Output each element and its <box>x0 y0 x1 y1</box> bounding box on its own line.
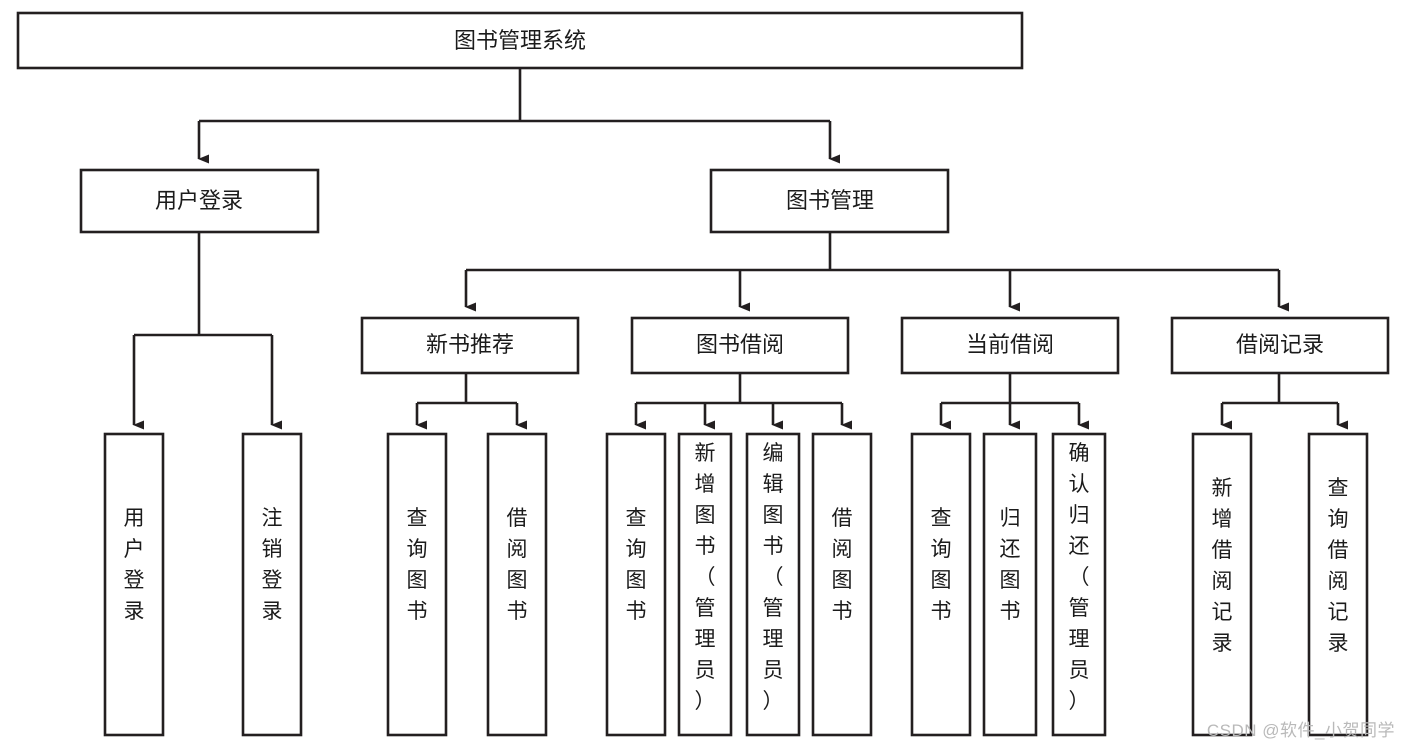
node-root[interactable]: 图书管理系统 <box>16 11 1024 70</box>
leaf-confirm-return-box[interactable] <box>1051 432 1107 737</box>
csdn-watermark: CSDN @软件_小贺同学 <box>1206 721 1395 740</box>
node-root-box[interactable] <box>16 11 1024 70</box>
leaf-add-record[interactable]: 新增借阅记录 <box>1191 432 1253 737</box>
leaf-query-book-2[interactable]: 查询图书 <box>605 432 667 737</box>
leaf-confirm-return-label: 确认归还（管理员） <box>1069 442 1090 713</box>
node-borrow-record-box[interactable] <box>1170 316 1390 375</box>
leaf-user-login-box[interactable] <box>103 432 165 737</box>
leaf-edit-book[interactable]: 编辑图书（管理员） <box>745 432 801 737</box>
leaf-query-book-3-label: 查询图书 <box>931 507 952 623</box>
leaf-logout-box[interactable] <box>241 432 303 737</box>
node-book-manage-label: 图书管理 <box>786 188 874 213</box>
leaf-query-book-3[interactable]: 查询图书 <box>910 432 972 737</box>
leaf-query-book-1-label: 查询图书 <box>407 507 428 623</box>
leaf-query-record-box[interactable] <box>1307 432 1369 737</box>
connectors-book-manage-to-level3 <box>464 232 1289 312</box>
leaf-borrow-book-1-label: 借阅图书 <box>507 507 528 623</box>
leaf-add-book-label: 新增图书（管理员） <box>695 442 716 713</box>
leaf-borrow-book-1-box[interactable] <box>486 432 548 737</box>
node-borrow-record-label: 借阅记录 <box>1236 332 1324 357</box>
connectors-current-borrow-to-leaves <box>939 373 1089 430</box>
leaf-query-book-2-label: 查询图书 <box>626 507 647 623</box>
leaf-add-record-box[interactable] <box>1191 432 1253 737</box>
node-user-login[interactable]: 用户登录 <box>79 168 320 234</box>
leaf-borrow-book-2-box[interactable] <box>811 432 873 737</box>
leaf-borrow-book-2-label: 借阅图书 <box>832 507 853 623</box>
leaf-edit-book-box[interactable] <box>745 432 801 737</box>
leaf-query-book-1-box[interactable] <box>386 432 448 737</box>
leaf-logout[interactable]: 注销登录 <box>241 432 303 737</box>
leaf-edit-book-label: 编辑图书（管理员） <box>763 442 784 713</box>
leaf-logout-label: 注销登录 <box>262 507 283 623</box>
connectors-new-book-recommend-to-leaves <box>415 373 527 430</box>
leaf-user-login-label: 用户登录 <box>124 507 145 623</box>
leaf-query-record-label: 查询借阅记录 <box>1328 477 1349 655</box>
leaf-query-record[interactable]: 查询借阅记录 <box>1307 432 1369 737</box>
leaf-return-book-label: 归还图书 <box>1000 507 1021 623</box>
leaf-borrow-book-1[interactable]: 借阅图书 <box>486 432 548 737</box>
leaf-query-book-1[interactable]: 查询图书 <box>386 432 448 737</box>
node-current-borrow-box[interactable] <box>900 316 1120 375</box>
leaf-user-login[interactable]: 用户登录 <box>103 432 165 737</box>
node-user-login-box[interactable] <box>79 168 320 234</box>
node-book-manage[interactable]: 图书管理 <box>709 168 950 234</box>
node-new-book-recommend-label: 新书推荐 <box>426 332 514 357</box>
leaf-borrow-book-2[interactable]: 借阅图书 <box>811 432 873 737</box>
node-book-manage-box[interactable] <box>709 168 950 234</box>
connectors-root-to-level2 <box>197 68 840 164</box>
node-book-borrow-label: 图书借阅 <box>696 332 784 357</box>
leaf-return-book-box[interactable] <box>982 432 1038 737</box>
leaf-confirm-return[interactable]: 确认归还（管理员） <box>1051 432 1107 737</box>
node-current-borrow-label: 当前借阅 <box>966 332 1054 357</box>
node-current-borrow[interactable]: 当前借阅 <box>900 316 1120 375</box>
leaf-add-book[interactable]: 新增图书（管理员） <box>677 432 733 737</box>
leaf-return-book[interactable]: 归还图书 <box>982 432 1038 737</box>
leaf-query-book-3-box[interactable] <box>910 432 972 737</box>
node-new-book-recommend-box[interactable] <box>360 316 580 375</box>
connectors-user-login-to-leaves <box>132 232 282 430</box>
node-user-login-label: 用户登录 <box>155 188 243 213</box>
connectors-book-borrow-to-leaves <box>634 373 852 430</box>
node-root-label: 图书管理系统 <box>454 28 586 53</box>
connectors-borrow-record-to-leaves <box>1220 373 1348 430</box>
leaf-add-book-box[interactable] <box>677 432 733 737</box>
node-book-borrow-box[interactable] <box>630 316 850 375</box>
node-borrow-record[interactable]: 借阅记录 <box>1170 316 1390 375</box>
node-book-borrow[interactable]: 图书借阅 <box>630 316 850 375</box>
leaf-query-book-2-box[interactable] <box>605 432 667 737</box>
node-new-book-recommend[interactable]: 新书推荐 <box>360 316 580 375</box>
leaf-add-record-label: 新增借阅记录 <box>1212 477 1233 655</box>
